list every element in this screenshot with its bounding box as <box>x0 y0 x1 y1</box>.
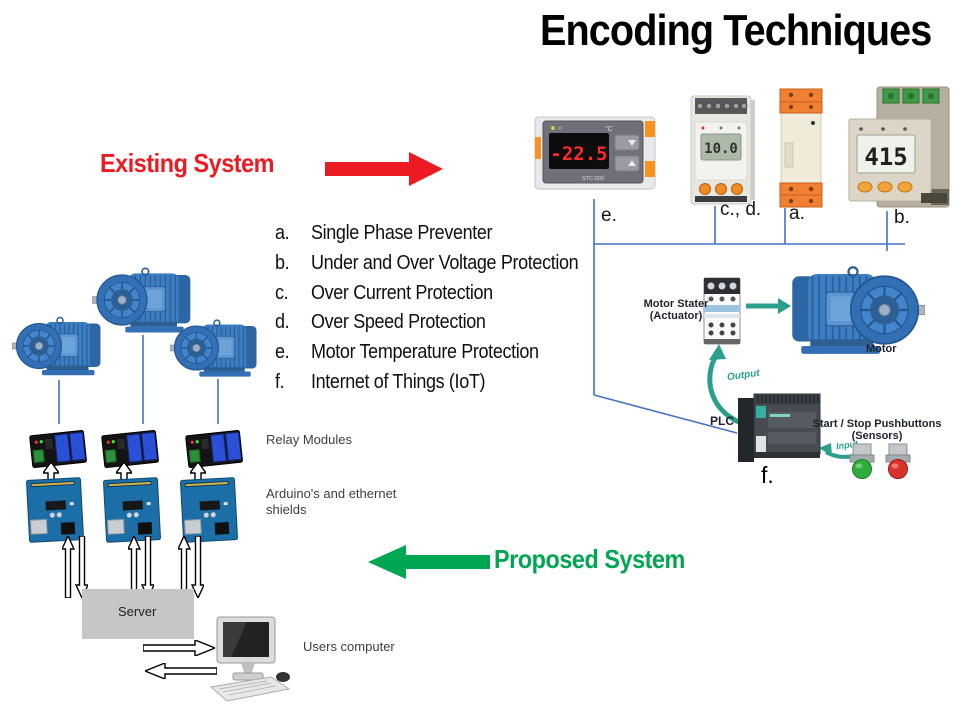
device-tag-a: a. <box>789 203 805 224</box>
list-letter: c. <box>275 281 289 304</box>
arduino-board-3 <box>180 477 238 543</box>
relay-module-2 <box>101 429 159 469</box>
plc-image <box>738 393 821 462</box>
protection-list: a. Single Phase Preventer b. Under and Ove… <box>275 222 579 401</box>
list-text: Under and Over Voltage Protection <box>311 251 579 274</box>
list-item: d. Over Speed Protection <box>275 311 578 341</box>
start-pushbutton-image <box>849 443 875 479</box>
current-display-value: 10.0 <box>704 141 738 157</box>
device-tag-e: e. <box>601 205 617 226</box>
motor-starter-label-line1: Motor Stater <box>643 298 709 310</box>
motor-image-diagram <box>791 266 925 355</box>
pushbuttons-label-line2: (Sensors) <box>851 430 903 443</box>
list-letter: b. <box>275 251 290 274</box>
list-item: f. Internet of Things (IoT) <box>275 371 578 401</box>
arduino-board-1 <box>26 477 84 543</box>
list-letter: d. <box>275 311 290 334</box>
pushbuttons-label: Start / Stop Pushbuttons (Sensors) <box>812 418 942 442</box>
right-arrow-icon <box>143 640 215 656</box>
list-text: Motor Temperature Protection <box>311 341 539 364</box>
temperature-controller-device: °C -22.5 STC-500 <box>534 116 656 190</box>
list-text: Over Speed Protection <box>311 311 486 334</box>
page-title: Encoding Techniques <box>540 6 932 55</box>
list-text: Single Phase Preventer <box>311 222 493 244</box>
list-letter: e. <box>275 341 290 364</box>
motor-label: Motor <box>866 343 897 355</box>
plc-label: PLC <box>710 414 734 428</box>
device-tag-cd: c., d. <box>720 199 762 220</box>
diagram-tag-f: f. <box>761 462 774 488</box>
server-box: Server <box>82 589 194 639</box>
motor-image-right <box>170 319 258 378</box>
server-label: Server <box>118 604 157 619</box>
list-text: Over Current Protection <box>311 281 493 304</box>
device-tag-b: b. <box>894 207 910 228</box>
arduino-label-line1: Arduino's and ethernet <box>266 486 397 501</box>
relay-module-3 <box>185 429 243 469</box>
existing-system-arrow-icon <box>325 152 443 186</box>
current-speed-module-device: 10.0 <box>690 95 755 205</box>
arduino-label: Arduino's and ethernet shields <box>266 486 396 519</box>
temp-display-value: -22.5 <box>550 143 607 165</box>
list-text: Internet of Things (IoT) <box>311 370 486 393</box>
arduino-board-2 <box>103 477 161 543</box>
motor-starter-label-line2: (Actuator) <box>649 310 703 323</box>
arduino-label-line2: shields <box>266 502 307 518</box>
proposed-system-label: Proposed System <box>494 544 685 574</box>
list-item: e. Motor Temperature Protection <box>275 341 578 371</box>
phase-preventer-relay-device <box>779 88 823 208</box>
relay-modules-label: Relay Modules <box>266 432 352 447</box>
motor-starter-label: Motor Stater (Actuator) <box>641 298 711 322</box>
users-computer-image <box>209 616 291 702</box>
relay-module-1 <box>29 429 87 469</box>
voltage-monitor-device: 415 <box>848 86 950 208</box>
motor-image-left <box>12 316 102 376</box>
left-arrow-icon <box>145 663 217 679</box>
pushbuttons-label-line1: Start / Stop Pushbuttons <box>812 418 942 430</box>
list-item: a. Single Phase Preventer <box>275 222 578 252</box>
existing-system-label: Existing System <box>100 148 275 178</box>
list-letter: f. <box>275 370 285 393</box>
list-letter: a. <box>275 222 290 244</box>
proposed-system-arrow-icon <box>368 545 490 579</box>
temp-model-label: STC-500 <box>582 176 604 182</box>
list-item: c. Over Current Protection <box>275 282 578 312</box>
list-item: b. Under and Over Voltage Protection <box>275 251 579 282</box>
stop-pushbutton-image <box>885 443 911 479</box>
temp-unit-label: °C <box>605 125 613 133</box>
voltage-display-value: 415 <box>864 143 907 171</box>
users-computer-label: Users computer <box>303 639 395 654</box>
